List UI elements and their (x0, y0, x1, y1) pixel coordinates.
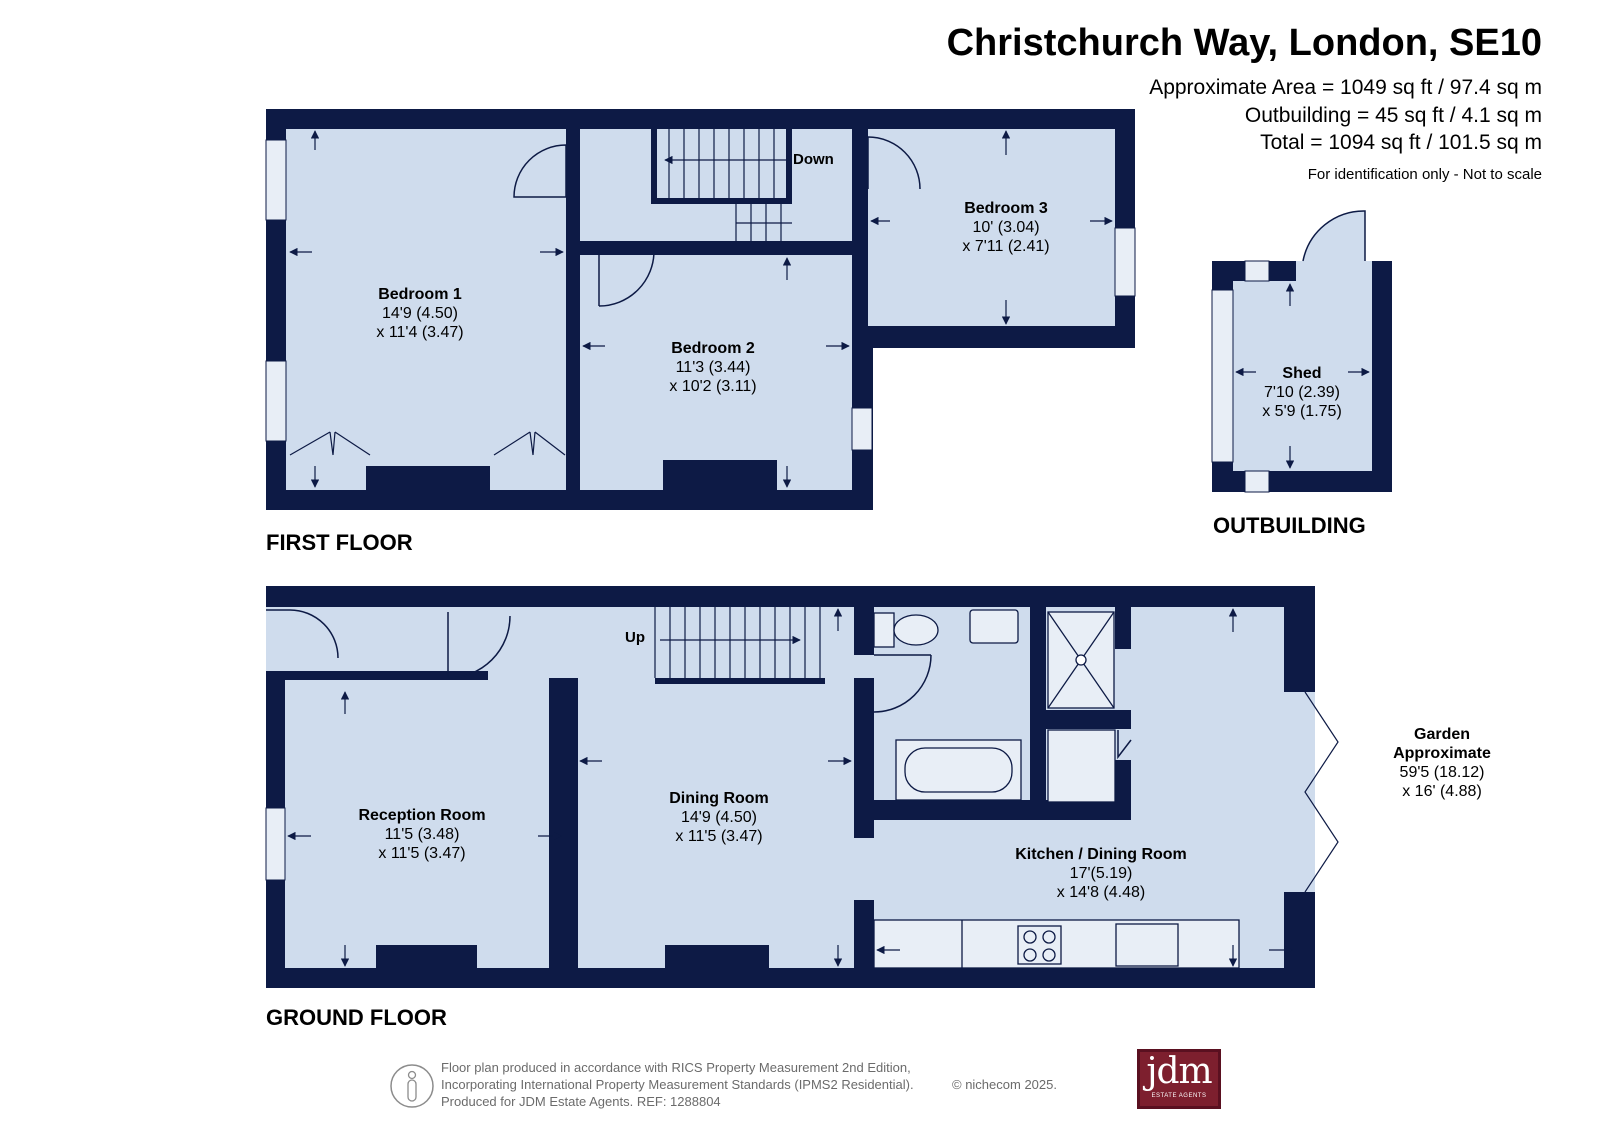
room-dimension: 11'3 (3.44) (675, 359, 751, 376)
logo-text: jdm (1146, 1051, 1212, 1092)
logo-subtext: ESTATE AGENTS (1151, 1093, 1207, 1099)
garden-dimension: x 16' (4.88) (1402, 783, 1482, 800)
footer-line-3: Produced for JDM Estate Agents. REF: 128… (441, 1094, 721, 1109)
room-bedroom2: Bedroom 2 11'3 (3.44) x 10'2 (3.11) (669, 339, 756, 396)
ipms-person-icon (390, 1064, 434, 1108)
room-name: Reception Room (358, 807, 486, 824)
stairs-down-label: Down (793, 151, 834, 168)
room-name: Shed (1282, 365, 1322, 382)
room-bedroom3: Bedroom 3 10' (3.04) x 7'11 (2.41) (962, 199, 1049, 256)
room-dimension: x 11'5 (3.47) (675, 828, 763, 845)
approx-area: Approximate Area = 1049 sq ft / 97.4 sq … (1149, 76, 1542, 99)
room-dimension: 11'5 (3.48) (384, 826, 460, 843)
room-name: Bedroom 1 (378, 286, 462, 303)
room-dimension: x 5'9 (1.75) (1262, 403, 1342, 420)
room-dimension: 7'10 (2.39) (1263, 384, 1340, 401)
garden-dimension: 59'5 (18.12) (1399, 764, 1485, 781)
first-floor-plan (265, 109, 1136, 510)
room-name: Dining Room (669, 790, 769, 807)
garden-label: Garden Approximate 59'5 (18.12) x 16' (4… (1393, 725, 1491, 801)
room-kitchen: Kitchen / Dining Room 17'(5.19) x 14'8 (… (1015, 845, 1187, 902)
shed-floor (1233, 281, 1372, 471)
outbuilding-plan (1211, 210, 1392, 493)
room-dimension: x 14'8 (4.48) (1056, 884, 1146, 901)
garden-name: Garden (1413, 726, 1471, 743)
footer-line-2: Incorporating International Property Mea… (441, 1077, 914, 1092)
outbuilding-label: OUTBUILDING (1213, 513, 1366, 538)
ground-floor-plan (265, 586, 1339, 988)
reception-floor (285, 678, 563, 968)
property-title: Christchurch Way, London, SE10 (946, 22, 1542, 64)
room-dimension: 17'(5.19) (1069, 865, 1133, 882)
room-dimension: 10' (3.04) (972, 219, 1040, 236)
room-dimension: 14'9 (4.50) (680, 809, 757, 826)
room-dimension: 14'9 (4.50) (382, 305, 458, 322)
room-dimension: x 10'2 (3.11) (669, 378, 757, 395)
room-dimension: x 7'11 (2.41) (962, 238, 1050, 255)
room-shed: Shed 7'10 (2.39) x 5'9 (1.75) (1262, 364, 1342, 421)
room-dimension: x 11'5 (3.47) (378, 845, 466, 862)
room-bedroom1: Bedroom 1 14'9 (4.50) x 11'4 (3.47) (376, 285, 463, 342)
first-floor-label: FIRST FLOOR (266, 530, 413, 555)
room-name: Bedroom 2 (671, 340, 755, 357)
bedroom3-floor (868, 129, 1115, 326)
garden-approx: Approximate (1393, 745, 1491, 762)
outbuilding-area: Outbuilding = 45 sq ft / 4.1 sq m (1244, 104, 1542, 127)
bedroom2-floor (580, 255, 852, 490)
landing-floor (580, 129, 852, 241)
disclaimer-note: For identification only - Not to scale (1307, 166, 1542, 183)
footer-copyright: © nichecom 2025. (952, 1077, 1057, 1092)
room-dimension: x 11'4 (3.47) (376, 324, 464, 341)
stairs-up-label: Up (625, 629, 645, 646)
room-name: Kitchen / Dining Room (1015, 846, 1187, 863)
room-name: Bedroom 3 (964, 200, 1048, 217)
total-area: Total = 1094 sq ft / 101.5 sq m (1260, 131, 1542, 154)
room-dining: Dining Room 14'9 (4.50) x 11'5 (3.47) (669, 789, 769, 846)
jdm-logo: jdm ESTATE AGENTS (1137, 1049, 1221, 1109)
ground-floor-label: GROUND FLOOR (266, 1005, 447, 1030)
footer-line-1: Floor plan produced in accordance with R… (441, 1060, 911, 1075)
dining-floor (578, 678, 854, 968)
room-reception: Reception Room 11'5 (3.48) x 11'5 (3.47) (358, 806, 485, 863)
footer-rics-note: Floor plan produced in accordance with R… (441, 1059, 914, 1110)
kitchen-upper-floor (1131, 607, 1295, 907)
